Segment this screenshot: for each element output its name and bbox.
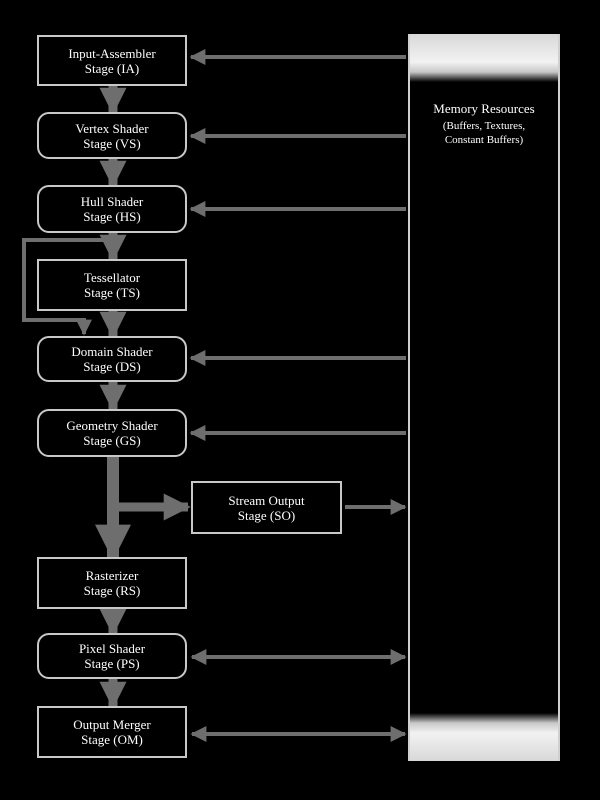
- memory-resources-subtitle: (Buffers, Textures, Constant Buffers): [408, 119, 560, 147]
- stage-geometry-shader: Geometry Shader Stage (GS): [37, 409, 187, 457]
- stage-label-line2: Stage (RS): [83, 583, 141, 598]
- memory-resources-frame: [408, 34, 560, 761]
- stage-pixel-shader: Pixel Shader Stage (PS): [37, 633, 187, 679]
- stage-label-line1: Tessellator: [83, 270, 141, 285]
- stage-label-line1: Domain Shader: [71, 344, 153, 359]
- stage-label-line2: Stage (GS): [83, 433, 141, 448]
- stage-label-line2: Stage (TS): [84, 285, 140, 300]
- stage-label-line1: Output Merger: [73, 717, 151, 732]
- stage-stream-output: Stream Output Stage (SO): [191, 481, 342, 534]
- stage-label-line2: Stage (SO): [237, 507, 296, 523]
- stage-label-line1: Rasterizer: [85, 568, 139, 583]
- arrow-hs-ds-bypass: [22, 238, 106, 336]
- stage-domain-shader: Domain Shader Stage (DS): [37, 336, 187, 382]
- memory-resources-block: Memory Resources (Buffers, Textures, Con…: [408, 34, 560, 761]
- stage-label-line1: Hull Shader: [80, 194, 144, 209]
- stage-label-line1: Input-Assembler: [68, 45, 156, 61]
- memory-resources-title: Memory Resources: [433, 101, 535, 116]
- stage-output-merger: Output Merger Stage (OM): [37, 706, 187, 758]
- stage-input-assembler: Input-Assembler Stage (IA): [37, 35, 187, 86]
- stage-tessellator: Tessellator Stage (TS): [37, 259, 187, 311]
- memory-subtitle-line1: (Buffers, Textures,: [442, 120, 526, 132]
- stage-label-line2: Stage (PS): [84, 656, 140, 671]
- stage-label-line2: Stage (IA): [84, 60, 140, 76]
- stage-rasterizer: Rasterizer Stage (RS): [37, 557, 187, 609]
- stage-label-line1: Pixel Shader: [78, 641, 146, 656]
- stage-hull-shader: Hull Shader Stage (HS): [37, 185, 187, 233]
- stage-label-line1: Stream Output: [228, 492, 305, 508]
- stage-label-line2: Stage (HS): [83, 209, 141, 224]
- stage-vertex-shader: Vertex Shader Stage (VS): [37, 112, 187, 159]
- stage-label-line1: Geometry Shader: [66, 418, 158, 433]
- stage-label-line2: Stage (DS): [83, 359, 141, 374]
- memory-subtitle-line2: Constant Buffers): [444, 134, 524, 146]
- stage-label-line2: Stage (VS): [83, 135, 141, 151]
- stage-label-line1: Vertex Shader: [75, 120, 149, 136]
- stage-label-line2: Stage (OM): [81, 732, 143, 747]
